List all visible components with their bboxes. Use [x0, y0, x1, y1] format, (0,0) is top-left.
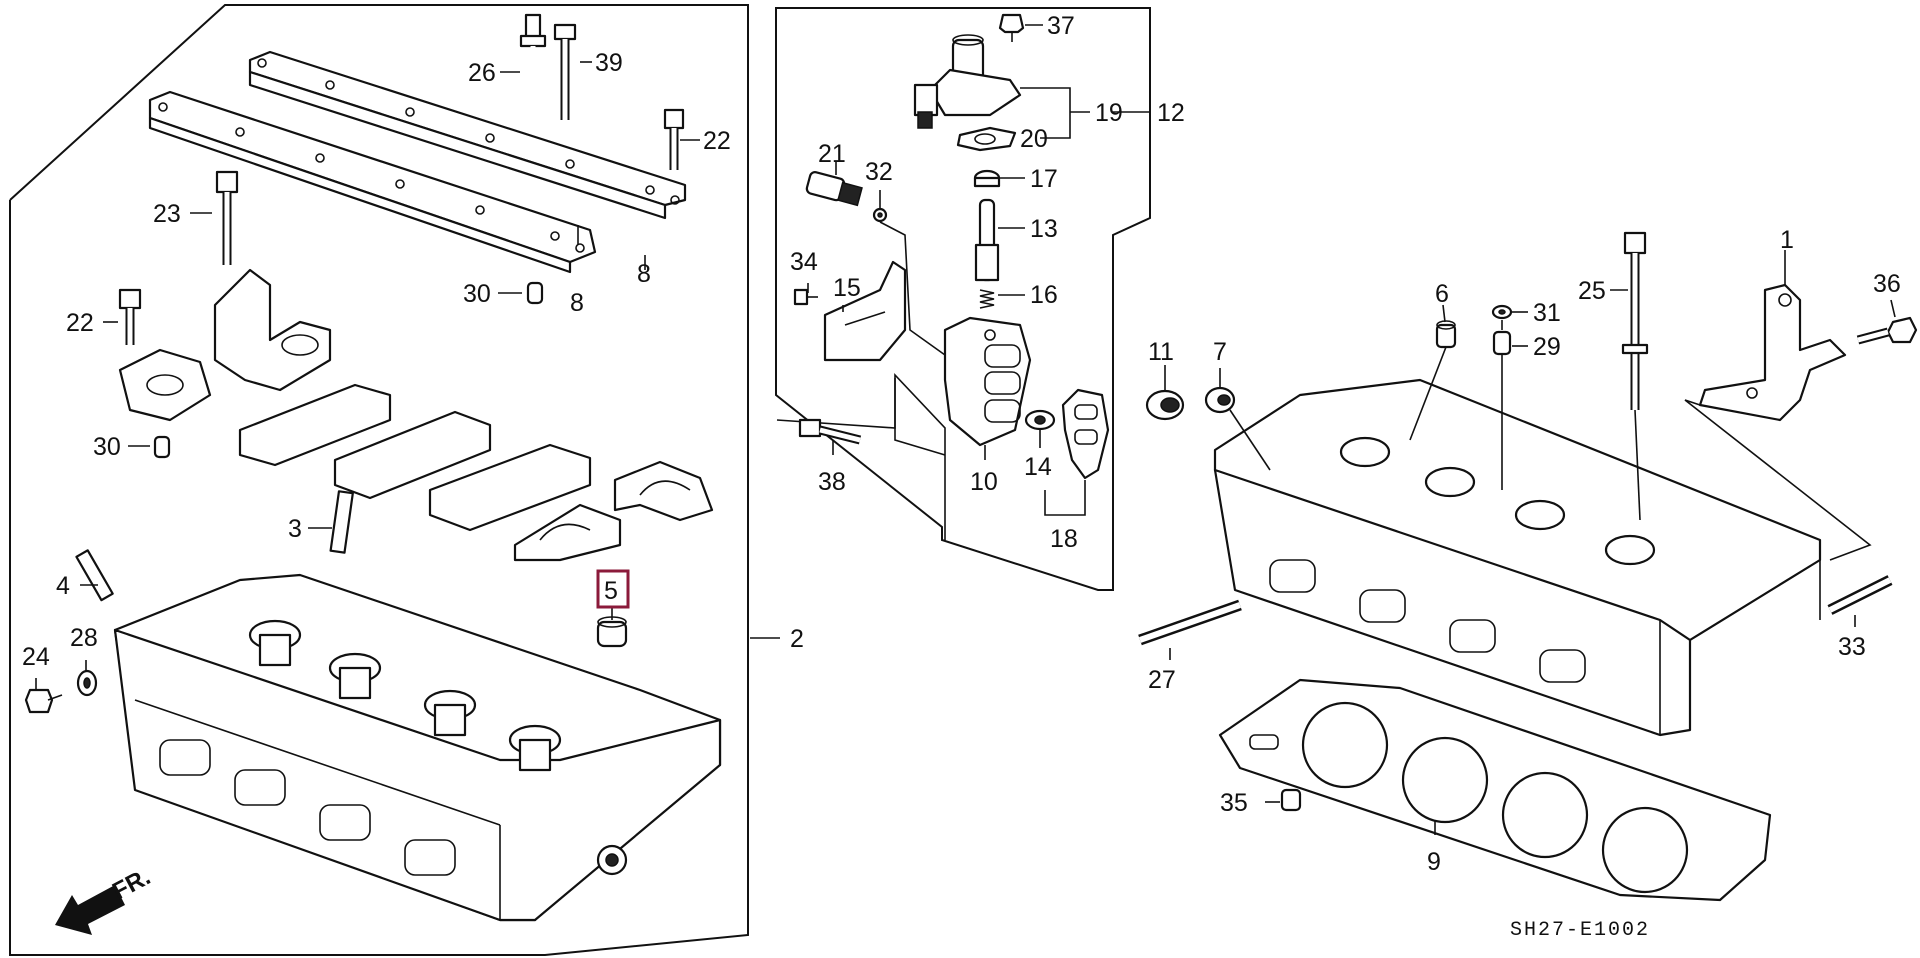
front-direction-indicator: FR. [55, 863, 155, 935]
diagram-code: SH27-E1002 [1510, 919, 1650, 942]
part-label-4[interactable]: 4 [56, 572, 70, 600]
bolt-37 [998, 13, 1025, 42]
part-label-12[interactable]: 12 [1157, 99, 1185, 127]
seal-7 [1204, 386, 1236, 414]
part-label-34[interactable]: 34 [790, 248, 818, 276]
bolt-38 [798, 418, 862, 445]
bolt-24 [24, 688, 63, 714]
part-label-6[interactable]: 6 [1435, 280, 1449, 308]
plug-6 [1435, 320, 1457, 349]
part-label-13[interactable]: 13 [1030, 215, 1058, 243]
part-label-18[interactable]: 18 [1050, 525, 1078, 553]
front-arrow-icon [55, 885, 125, 935]
part-label-15[interactable]: 15 [833, 274, 861, 302]
cylinder-head-left [113, 573, 722, 922]
highlight-box [596, 569, 630, 609]
bracket-15 [823, 260, 907, 362]
part-label-24[interactable]: 24 [22, 643, 50, 671]
seal-11 [1145, 389, 1185, 421]
dowel-pin-30-top [526, 281, 544, 305]
gasket-18 [1061, 388, 1110, 480]
head-gasket-9 [1218, 678, 1772, 902]
part-label-38[interactable]: 38 [818, 468, 846, 496]
stud-33 [1827, 575, 1893, 615]
gasket-20 [956, 126, 1017, 152]
part-label-29[interactable]: 29 [1533, 333, 1561, 361]
part-label-5-highlight[interactable]: 5 [596, 569, 630, 609]
dowel-pin-30-left [153, 435, 171, 459]
part-label-22-top[interactable]: 22 [703, 127, 731, 155]
camshaft-holder-bar-lower [148, 90, 597, 274]
part-label-31[interactable]: 31 [1533, 299, 1561, 327]
plug-5 [596, 616, 628, 648]
spool-valve-body-10 [943, 316, 1032, 447]
part-label-27[interactable]: 27 [1148, 666, 1176, 694]
part-label-10[interactable]: 10 [970, 468, 998, 496]
dowel-pin-29 [1492, 330, 1512, 356]
part-label-37[interactable]: 37 [1047, 12, 1075, 40]
part-label-8-lower[interactable]: 8 [570, 289, 584, 317]
stud-27 [1138, 599, 1242, 646]
camshaft-holder-left [118, 268, 332, 422]
frame-cylinder-head-assembly [9, 4, 749, 956]
washer-28 [76, 669, 98, 697]
leader-lines [35, 24, 1896, 835]
bolt-23 [215, 170, 239, 265]
part-label-20[interactable]: 20 [1020, 125, 1048, 153]
part-label-30-left[interactable]: 30 [93, 433, 121, 461]
dowel-pin-35 [1280, 788, 1302, 812]
bolt-22-left [118, 288, 142, 345]
frame-spool-valve-inner [776, 372, 946, 540]
bolt-34 [793, 288, 818, 306]
filter-17 [973, 169, 1001, 188]
part-label-23[interactable]: 23 [153, 200, 181, 228]
spool-valve-13 [974, 198, 1000, 282]
part-label-11[interactable]: 11 [1148, 338, 1174, 366]
valve-guide-4 [75, 549, 114, 602]
valve-guide-3 [329, 490, 354, 554]
bolt-36 [1856, 316, 1918, 345]
bolt-25 [1621, 231, 1649, 410]
part-label-28[interactable]: 28 [70, 624, 98, 652]
washer-32 [872, 207, 888, 223]
solenoid-19 [913, 34, 1022, 129]
part-label-26[interactable]: 26 [468, 59, 496, 87]
part-label-1[interactable]: 1 [1780, 226, 1794, 254]
part-label-7[interactable]: 7 [1213, 338, 1227, 366]
gasket-14 [1024, 409, 1056, 431]
part-label-25[interactable]: 25 [1578, 277, 1606, 305]
part-label-17[interactable]: 17 [1030, 165, 1058, 193]
washer-31 [1491, 304, 1513, 320]
part-labels: 1 2 3 4 5 6 7 8 8 9 10 11 12 13 14 15 16… [22, 12, 1901, 876]
part-label-8-upper[interactable]: 8 [637, 260, 651, 288]
part-label-3[interactable]: 3 [288, 515, 302, 543]
bolt-39 [553, 23, 577, 120]
part-label-19[interactable]: 19 [1095, 99, 1123, 127]
sensor-21 [805, 170, 863, 207]
part-label-32[interactable]: 32 [865, 158, 893, 186]
bolt-26 [519, 13, 547, 128]
part-label-2[interactable]: 2 [790, 625, 804, 653]
part-label-33[interactable]: 33 [1838, 633, 1866, 661]
frame-spool-valve-assembly [775, 7, 1151, 591]
part-label-14[interactable]: 14 [1024, 453, 1052, 481]
part-label-30-top[interactable]: 30 [463, 280, 491, 308]
part-label-35[interactable]: 35 [1220, 789, 1248, 817]
bracket-1 [1698, 283, 1847, 422]
cylinder-head-right [1213, 378, 1822, 737]
part-label-16[interactable]: 16 [1030, 281, 1058, 309]
part-label-21[interactable]: 21 [818, 140, 846, 168]
camshaft-holder-center [238, 383, 714, 562]
part-label-5[interactable]: 5 [604, 577, 618, 605]
camshaft-holder-bar-upper [248, 50, 687, 220]
part-label-36[interactable]: 36 [1873, 270, 1901, 298]
part-label-22-left[interactable]: 22 [66, 309, 94, 337]
spring-16 [979, 289, 995, 309]
part-label-9[interactable]: 9 [1427, 848, 1441, 876]
bolt-22-top [663, 108, 685, 170]
part-label-39[interactable]: 39 [595, 49, 623, 77]
